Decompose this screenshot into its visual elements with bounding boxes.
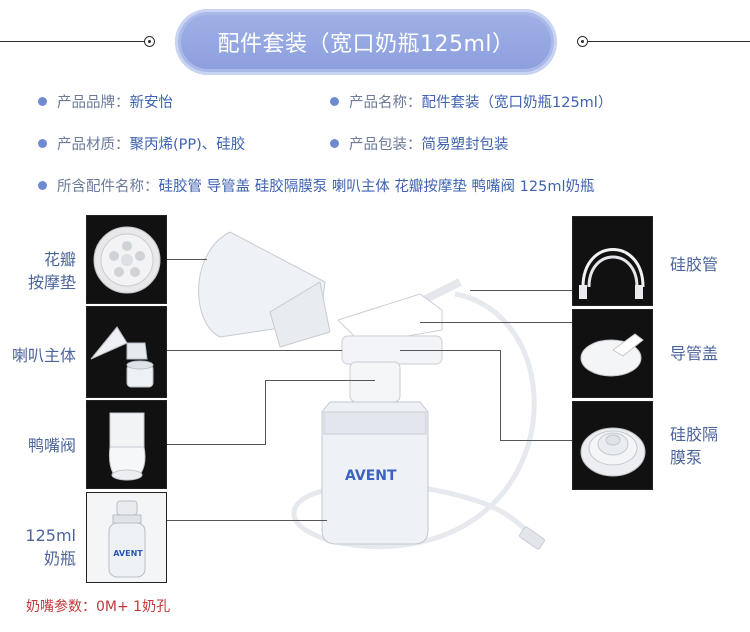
thumb-bottle-125ml: AVENT	[86, 492, 167, 583]
header-right-rule	[586, 41, 750, 42]
thumb-silicone-tube	[572, 216, 653, 306]
label-tube-cap: 导管盖	[670, 344, 719, 363]
header-left-rule	[0, 41, 145, 42]
title-banner: 配件套装（宽口奶瓶125ml）	[175, 9, 557, 75]
bullet-icon	[38, 139, 47, 148]
connector-line	[167, 350, 342, 351]
connector-line	[265, 380, 266, 445]
thumb-funnel-body	[86, 306, 167, 398]
thumb-silicone-diaphragm	[572, 401, 653, 490]
label-silicone-diaphragm: 硅胶隔 膜泵	[670, 425, 719, 467]
connector-line	[500, 350, 501, 440]
label-duckbill-valve: 鸭嘴阀	[27, 436, 76, 455]
label-silicone-tube: 硅胶管	[670, 255, 719, 274]
info-package-value: 简易塑封包装	[421, 137, 509, 153]
connector-line	[470, 290, 572, 291]
info-name-label: 产品名称：	[349, 95, 422, 111]
connector-line	[167, 259, 207, 260]
page-title: 配件套装（宽口奶瓶125ml）	[217, 32, 515, 57]
info-parts-value: 硅胶管 导管盖 硅胶隔膜泵 喇叭主体 花瓣按摩垫 鸭嘴阀 125ml奶瓶	[158, 179, 595, 195]
info-brand-value: 新安怡	[129, 95, 174, 111]
info-parts-label: 所含配件名称：	[57, 179, 159, 195]
info-package: 产品包装：简易塑封包装	[330, 133, 509, 154]
info-material-value: 聚丙烯(PP)、硅胶	[129, 137, 246, 153]
thumb-duckbill-valve	[86, 400, 167, 489]
thumb-tube-cap	[572, 309, 653, 398]
connector-line	[500, 440, 572, 441]
info-brand-label: 产品品牌：	[57, 95, 130, 111]
bullet-icon	[330, 139, 339, 148]
info-parts: 所含配件名称：硅胶管 导管盖 硅胶隔膜泵 喇叭主体 花瓣按摩垫 鸭嘴阀 125m…	[38, 175, 594, 196]
header-right-dot	[577, 36, 588, 47]
bullet-icon	[330, 97, 339, 106]
info-material-label: 产品材质：	[57, 137, 130, 153]
connector-line	[420, 322, 572, 323]
svg-text:AVENT: AVENT	[345, 468, 397, 484]
connector-line	[400, 350, 500, 351]
thumb-petal-massage-pad	[86, 215, 167, 304]
breast-pump-illustration: AVENT	[198, 231, 545, 550]
nipple-spec-note: 奶嘴参数：0M+ 1奶孔	[26, 599, 171, 615]
info-brand: 产品品牌：新安怡	[38, 91, 173, 112]
info-material: 产品材质：聚丙烯(PP)、硅胶	[38, 133, 245, 154]
header-left-dot	[144, 36, 155, 47]
connector-line	[265, 380, 375, 381]
bullet-icon	[38, 181, 47, 190]
bullet-icon	[38, 97, 47, 106]
label-bottle-125ml: 125ml 奶瓶	[25, 526, 76, 568]
connector-line	[167, 520, 327, 521]
info-name-value: 配件套装（宽口奶瓶125ml）	[421, 95, 613, 111]
label-petal-massage-pad: 花瓣 按摩垫	[27, 250, 76, 292]
label-funnel-body: 喇叭主体	[11, 346, 76, 365]
info-package-label: 产品包装：	[349, 137, 422, 153]
info-name: 产品名称：配件套装（宽口奶瓶125ml）	[330, 91, 612, 112]
connector-line	[167, 444, 265, 445]
bottle-brand-text: AVENT	[113, 549, 143, 558]
